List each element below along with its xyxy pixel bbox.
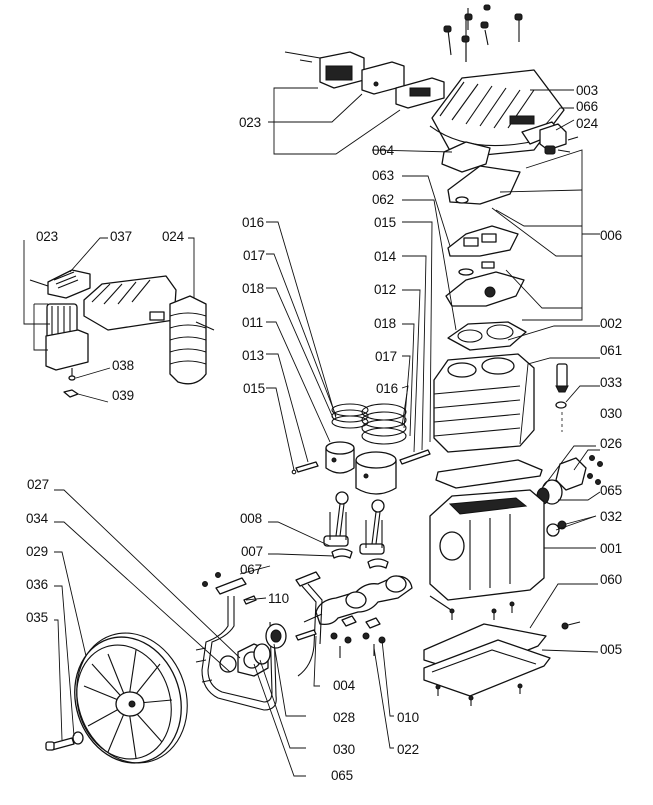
label-060: 060: [600, 572, 622, 587]
part-labels: 003 066 024 023 064 063 062 015 014 012 …: [26, 83, 622, 783]
label-030-bottom: 030: [333, 742, 355, 757]
label-017-right: 017: [375, 349, 397, 364]
label-015-left: 015: [243, 381, 265, 396]
label-038: 038: [112, 358, 134, 373]
label-005: 005: [600, 642, 622, 657]
unloader-valve: [521, 121, 579, 155]
crank-nuts: [330, 615, 386, 658]
label-008: 008: [240, 511, 262, 526]
intake-filter-assembly: [284, 51, 445, 109]
label-018-left: 018: [242, 281, 264, 296]
label-002: 002: [600, 316, 622, 331]
label-065-right: 065: [600, 483, 622, 498]
crankcase-top-gasket: [435, 459, 543, 489]
label-016-left: 016: [242, 215, 264, 230]
label-026: 026: [600, 436, 622, 451]
cylinder-gasket: [447, 321, 527, 351]
inset-cylinder-head: [83, 275, 177, 331]
label-032: 032: [600, 509, 622, 524]
label-013: 013: [242, 348, 264, 363]
label-011: 011: [242, 315, 263, 330]
label-029: 029: [26, 544, 48, 559]
connecting-rods: [323, 491, 389, 569]
piston-small: [325, 403, 369, 474]
label-023-inset: 023: [36, 229, 58, 244]
label-003: 003: [576, 83, 598, 98]
breather-stud: [555, 363, 569, 432]
label-010: 010: [397, 710, 419, 725]
valve-plate-stack: [445, 165, 525, 307]
label-024-inset: 024: [162, 229, 185, 244]
leader-lines: [23, 87, 601, 777]
label-006: 006: [600, 228, 622, 243]
label-004: 004: [333, 678, 356, 693]
head-gasket: [441, 141, 491, 173]
inset-silencer: [169, 295, 215, 385]
piston-large: [355, 403, 407, 495]
crankshaft: [303, 575, 413, 626]
label-001: 001: [600, 541, 622, 556]
label-023-top: 023: [239, 115, 261, 130]
label-012: 012: [374, 282, 396, 297]
cylinder-block: [433, 353, 535, 453]
head-bolts: [443, 4, 523, 62]
label-024-top: 024: [576, 116, 599, 131]
label-064: 064: [372, 143, 395, 158]
label-028: 028: [333, 710, 355, 725]
label-036: 036: [26, 577, 48, 592]
inset-air-filter: [29, 269, 91, 398]
label-063: 063: [372, 168, 394, 183]
label-007: 007: [241, 544, 263, 559]
bearing-flange-right: [536, 455, 603, 537]
flywheel: [74, 632, 188, 764]
base-plate: [423, 623, 551, 706]
label-017-left: 017: [243, 248, 265, 263]
label-018-right: 018: [374, 316, 396, 331]
flywheel-guard-bracket: [195, 571, 323, 711]
label-033: 033: [600, 375, 622, 390]
label-061: 061: [600, 343, 622, 358]
label-016-right: 016: [376, 381, 398, 396]
flywheel-bolt: [45, 731, 84, 751]
label-065-bottom: 065: [331, 768, 353, 783]
label-015-right: 015: [374, 215, 396, 230]
label-037: 037: [110, 229, 132, 244]
label-014: 014: [374, 249, 397, 264]
label-039: 039: [112, 388, 134, 403]
piston-pins: [291, 449, 431, 475]
label-034: 034: [26, 511, 49, 526]
crankcase-bolts: [449, 601, 581, 630]
label-062: 062: [372, 192, 394, 207]
label-067: 067: [240, 562, 262, 577]
label-066: 066: [576, 99, 598, 114]
crankcase: [429, 489, 545, 613]
label-027: 027: [27, 477, 49, 492]
label-022: 022: [397, 742, 419, 757]
label-110: 110: [268, 591, 289, 606]
label-030-right: 030: [600, 406, 622, 421]
bearing-flange-left: [219, 623, 317, 677]
label-035: 035: [26, 610, 48, 625]
